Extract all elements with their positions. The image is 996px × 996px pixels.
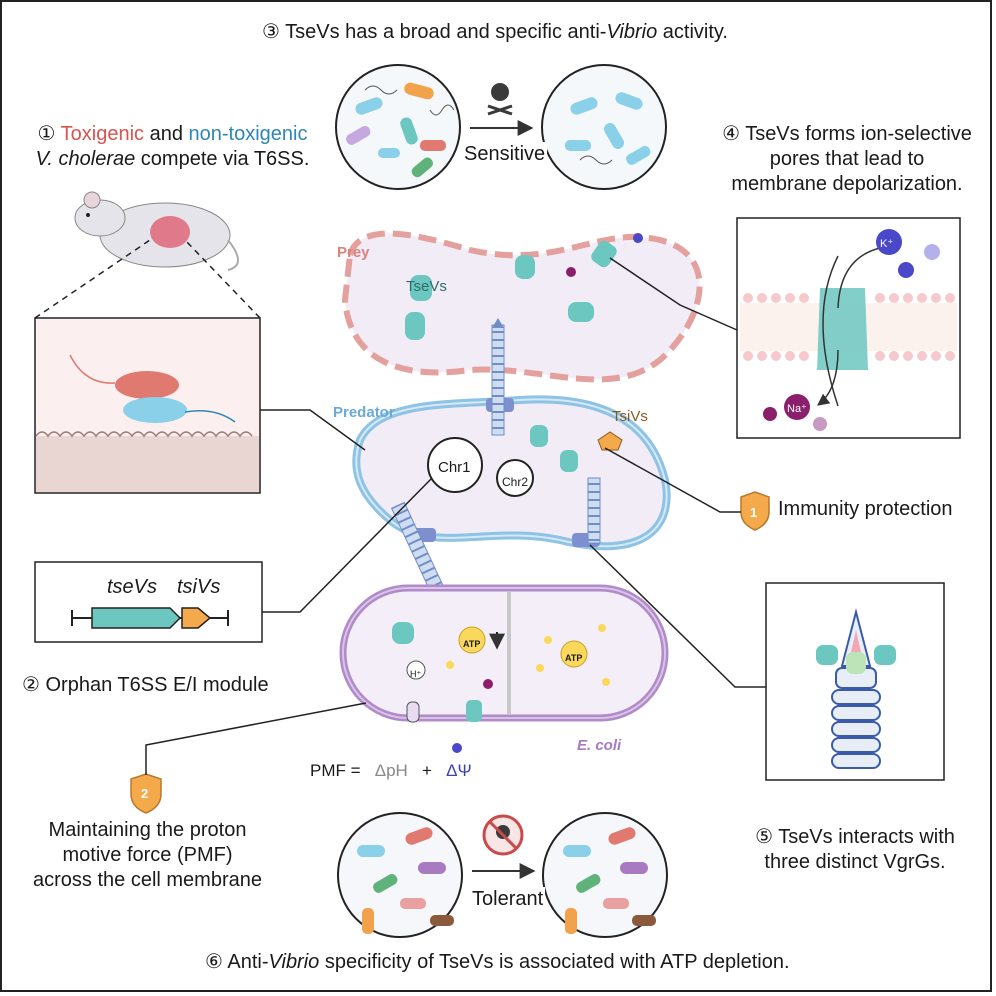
connector-lines [145,257,766,775]
pmf-caption: Maintaining the proton motive force (PMF… [33,819,262,891]
immunity-shield-icon [740,491,770,531]
sensitive-dish-after [541,64,667,190]
pmf-equation: PMF = ΔpH + ΔΨ [310,761,472,780]
atp-label-left: ATP [463,639,481,649]
ecoli-label: E. coli [577,737,622,754]
k-ion-label: K⁺ [880,238,894,250]
step1-caption: ① Toxigenic and non-toxigenic V. cholera… [35,123,310,170]
tolerant-label: Tolerant [470,887,546,912]
tolerant-dish-after [542,812,668,938]
immunity-badge: 1 [750,505,758,520]
predator-label: Predator [333,404,395,421]
tsevs-label: TseVs [406,278,447,295]
no-death-icon [482,814,524,856]
step5-caption: ⑤ TseVs interacts with three distinct Vg… [755,826,955,873]
tsivs-gene [181,607,212,629]
chr1-circle [427,437,483,493]
atp-label-right: ATP [565,653,583,663]
tsivs-gene-label: tsiVs [177,576,221,598]
sensitive-label: Sensitive [462,142,548,167]
chr2-label: Chr2 [502,475,529,489]
step6-caption: ⑥ Anti-Vibrio specificity of TseVs is as… [205,951,790,973]
immunity-caption: Immunity protection [778,498,953,520]
ion-pore-panel [736,217,961,439]
tsevs-gene-label: tseVs [107,576,158,598]
gene-module-panel [34,561,263,643]
prey-label: Prey [337,244,370,261]
pmf-shield-icon [130,773,162,814]
chr1-label: Chr1 [438,459,471,476]
mouse-icon [74,191,239,271]
na-ion-label: Na⁺ [787,403,807,415]
step2-caption: ② Orphan T6SS E/I module [22,674,269,696]
t6ss-spear-prey [491,324,505,436]
step3-caption: ③ TseVs has a broad and specific anti-Vi… [262,21,728,43]
tolerant-dish-before [337,812,463,938]
intestine-panel [34,317,261,494]
skull-icon [487,83,513,116]
tsivs-shield [597,431,623,451]
tsivs-label: TsiVs [612,408,648,425]
vgrg-panel [765,582,945,781]
sensitive-dish-before [335,64,461,190]
pmf-badge: 2 [141,786,149,801]
t6ss-spear-idle [587,477,601,544]
chr2-circle [496,459,534,497]
prey-cell [341,230,703,383]
ecoli-cell [339,584,669,753]
tsevs-gene [91,607,182,629]
h-ion-label: H⁺ [410,669,422,679]
step4-caption: ④ TseVs forms ion-selective pores that l… [722,123,972,195]
